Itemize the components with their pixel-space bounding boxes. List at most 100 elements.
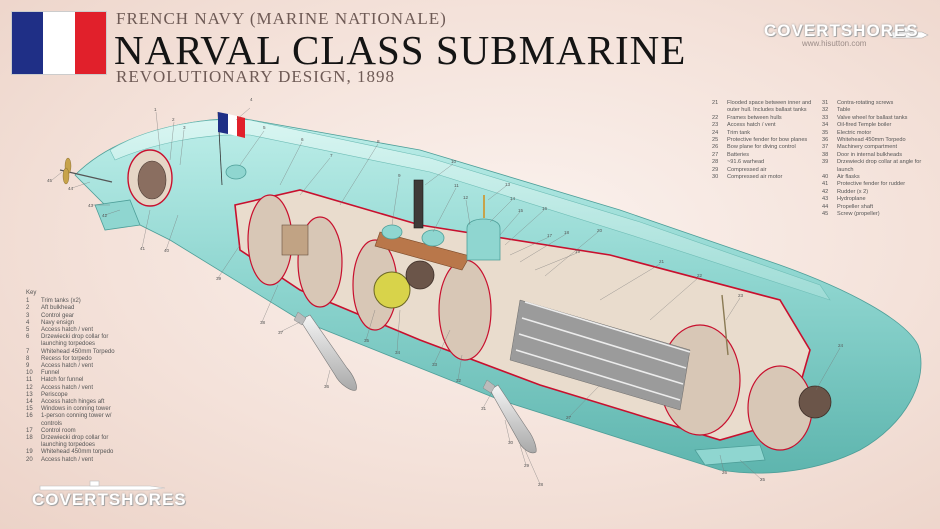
legend-item-number: 37 [822,144,829,151]
tagline: REVOLUTIONARY DESIGN, 1898 [116,67,395,86]
legend-item-number: 42 [822,188,829,195]
legend-item-text: Protective fender for rudder [837,181,906,188]
key-item-number: 16 [26,413,33,420]
key-item-text: Hatch for funnel [41,377,84,384]
logo-name: COVERTSHORES [764,21,919,40]
callout-26: 26 [722,470,728,475]
conning-tower [466,218,501,261]
key-item-number: 18 [26,435,33,442]
callout-27: 27 [566,415,572,420]
callout-40: 40 [164,248,170,253]
legend-item-number: 32 [822,107,829,114]
callout-16: 16 [542,206,548,211]
subtitle: FRENCH NAVY (MARINE NATIONALE) [116,9,447,28]
bottom-logo-submarine-icon [30,476,180,492]
callout-23: 23 [738,293,744,298]
callout-15: 15 [518,208,524,213]
rudder [94,199,141,231]
legend-item-number: 34 [822,122,829,129]
key-item-number: 15 [26,406,33,413]
callout-42: 42 [102,213,108,218]
key-item: 14 Access hatch hinges aft [26,399,126,406]
legend-item-text: Rudder (x 2) [837,188,869,195]
callout-5: 5 [263,125,266,130]
callout-20: 20 [597,228,603,233]
legend-item-number: 31 [822,100,829,106]
page-title: NARVAL CLASS SUBMARINE [114,27,687,73]
callout-8: 8 [377,139,380,144]
legend-item-number: 30 [712,174,719,181]
key-item-number: 11 [26,377,33,384]
key-item-text: Drzewiecki drop collar for launching tor… [41,334,109,348]
key-item-number: 6 [26,334,30,341]
key-item: 18 Drzewiecki drop collar for launching t… [26,435,126,449]
key-item-text: Control gear [41,312,75,319]
callout-32: 32 [456,378,462,383]
callout-13: 13 [505,182,511,187]
key-item-number: 1 [26,298,30,305]
covertshores-logo[interactable]: COVERTSHORES www.hisutton.com [762,18,932,48]
legend-item-number: 26 [712,144,719,151]
key-item-number: 20 [26,456,33,463]
bow-trim-tank [798,385,832,419]
legend-item-number: 23 [712,122,719,129]
legend-item-number: 39 [822,159,829,166]
callout-28: 28 [538,482,544,487]
legend-item-text: Machinery compartment [837,144,897,151]
machinery-box [281,224,309,256]
legend-item-text: Contra-rotating screws [837,100,894,106]
legend-item-text: ~91.6 warhead [727,159,765,166]
legend-item-text: Table [837,107,851,114]
funnel [413,179,424,229]
screw-propeller-icon [62,157,72,185]
boiler [405,260,435,290]
callout-24: 24 [838,343,844,348]
french-flag [11,11,107,75]
legend-item-text: Electric motor [837,129,872,136]
legend-item-number: 22 [712,114,719,121]
key-item-number: 19 [26,449,33,456]
key-item-number: 2 [26,305,30,312]
bow-plane [694,444,766,466]
mid-hatch [381,224,403,240]
legend-item-number: 38 [822,151,829,158]
key-item-text: Drzewiecki drop collar for launching tor… [41,435,109,449]
legend-item-text: Flooded space between inner and outer hu… [727,100,812,114]
logo-url: www.hisutton.com [802,39,867,48]
legend-item: 28~91.6 warhead [712,159,814,166]
flag-stripe-red [74,12,106,74]
callout-29: 29 [524,463,530,468]
callout-14: 14 [510,196,516,201]
key-item-number: 14 [26,399,33,406]
covertshores-logo-bottom[interactable]: COVERTSHORES [32,490,187,509]
callout-25: 25 [760,477,766,482]
callout-30: 30 [508,440,514,445]
key-item-number: 7 [26,348,30,355]
legend-item-text: Compressed air [727,166,767,173]
callout-36: 36 [324,384,330,389]
callout-37: 37 [278,330,284,335]
legend-item-number: 27 [712,151,719,158]
callout-34: 34 [395,350,401,355]
key-item-text: Access hatch hinges aft [41,399,105,406]
callout-41: 41 [140,246,146,251]
callout-44: 44 [68,186,74,191]
submarine-logo-icon [891,26,929,39]
key-title: Key [26,290,37,296]
